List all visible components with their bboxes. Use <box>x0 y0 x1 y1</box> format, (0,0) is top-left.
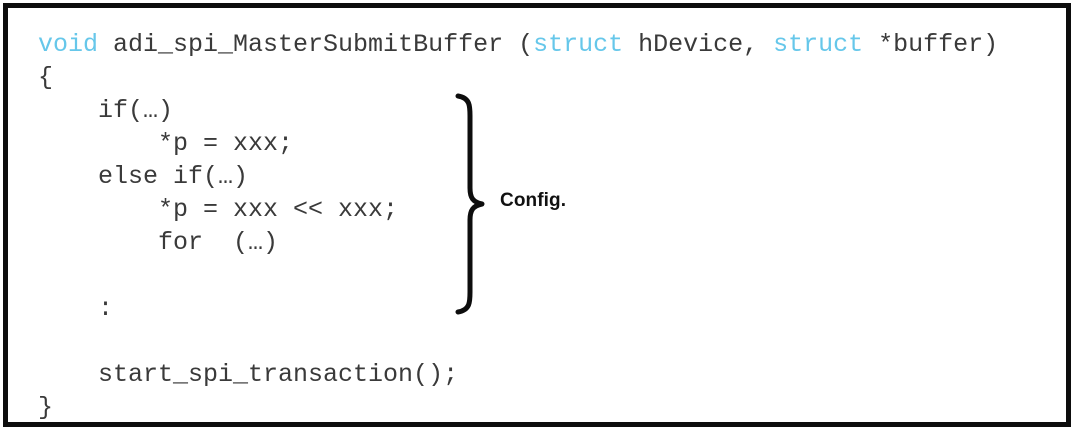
signature-name: adi_spi_MasterSubmitBuffer ( <box>98 30 534 59</box>
code-line-assign-1: *p = xxx; <box>38 129 294 158</box>
code-line-for: for (…) <box>38 228 279 257</box>
code-surface: void adi_spi_MasterSubmitBuffer (struct … <box>8 8 1066 422</box>
code-line-open-brace: { <box>38 63 54 92</box>
code-line-signature: void adi_spi_MasterSubmitBuffer (struct … <box>38 28 998 61</box>
code-listing: void adi_spi_MasterSubmitBuffer (struct … <box>38 28 998 422</box>
code-frame-border: void adi_spi_MasterSubmitBuffer (struct … <box>3 3 1071 427</box>
code-line-close-brace: } <box>38 393 54 422</box>
code-line-if: if(…) <box>38 96 174 125</box>
keyword-void: void <box>38 30 99 59</box>
code-line-vertical-ellipsis: : <box>38 294 114 323</box>
config-label: Config. <box>500 190 567 211</box>
curly-brace-icon <box>455 93 485 315</box>
keyword-struct-2: struct <box>773 30 864 59</box>
config-annotation: Config. <box>448 92 688 316</box>
code-line-assign-2: *p = xxx << xxx; <box>38 195 399 224</box>
code-line-call: start_spi_transaction(); <box>38 360 459 389</box>
param-buffer: *buffer) <box>863 30 999 59</box>
code-line-else-if: else if(…) <box>38 162 249 191</box>
code-line-blank-2 <box>38 325 998 358</box>
param-hdevice: hDevice, <box>623 30 774 59</box>
keyword-struct-1: struct <box>533 30 624 59</box>
